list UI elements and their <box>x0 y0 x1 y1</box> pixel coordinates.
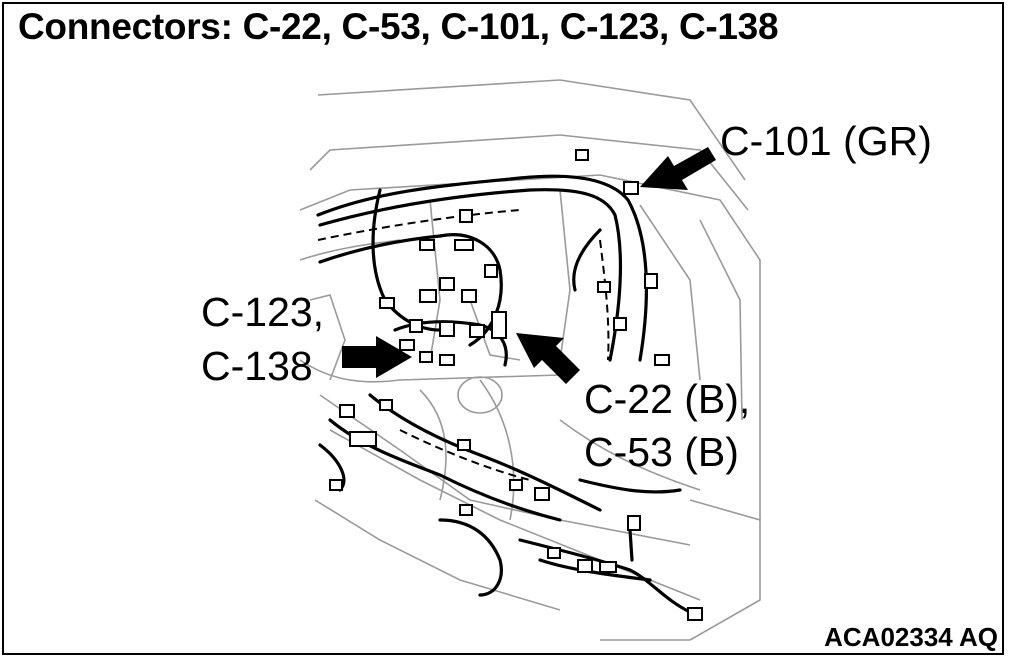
callout-c123: C-123, <box>201 289 325 335</box>
diagram-title: Connectors: C-22, C-53, C-101, C-123, C-… <box>18 6 779 47</box>
pointer-arrows <box>342 147 716 384</box>
callout-c101: C-101 (GR) <box>720 118 932 164</box>
arrow-c101 <box>640 147 716 190</box>
callout-c138: C-138 <box>201 343 313 389</box>
arrow-c123-c138 <box>342 336 412 378</box>
connector-blocks <box>329 149 703 621</box>
figure-id: ACA02334 AQ <box>824 622 998 652</box>
callout-c22: C-22 (B), <box>584 376 751 422</box>
callout-c53: C-53 (B) <box>584 429 739 475</box>
arrow-c22-c53 <box>516 333 580 384</box>
